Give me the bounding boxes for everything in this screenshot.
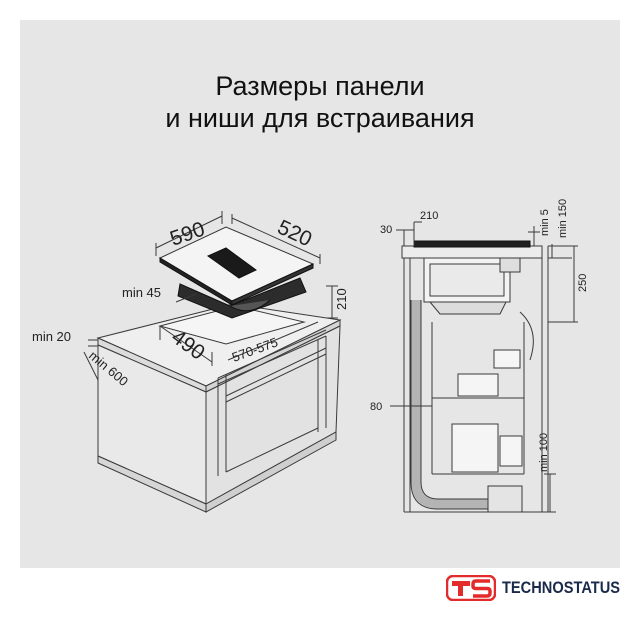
pot-medium	[457, 373, 499, 397]
label-min150: min 150	[557, 199, 569, 238]
hob-depth-label: 520	[274, 216, 315, 252]
hob-fan	[229, 299, 271, 312]
label-min100: min 100	[538, 433, 550, 472]
min45-label: min 45	[122, 285, 161, 300]
extraction-fan-box	[429, 263, 505, 297]
technostatus-logo-icon	[446, 575, 496, 601]
extraction-motor	[499, 257, 521, 273]
brand-name: TECHNOSTATUS	[502, 578, 621, 597]
worktop-section	[401, 245, 543, 259]
page-title: Размеры панели и ниши для встраивания	[20, 70, 620, 134]
title-line-1: Размеры панели	[215, 71, 425, 101]
hob-drawing	[158, 226, 315, 319]
duct-outlet	[487, 485, 523, 513]
hob-section	[413, 240, 531, 248]
extraction-base	[428, 301, 507, 315]
brand-logo: TECHNOSTATUS	[446, 575, 639, 601]
drawer-top-line	[225, 347, 327, 397]
label-250: 250	[577, 274, 589, 292]
hob-right-edge	[231, 263, 314, 306]
hob-vent-slot	[206, 247, 257, 279]
frame-line	[225, 427, 319, 473]
plinth-front	[205, 431, 337, 513]
frame-line	[217, 335, 327, 385]
label-210: 210	[420, 210, 438, 222]
diagram-background	[20, 20, 620, 568]
pot-tall	[499, 435, 523, 467]
pot-small	[493, 349, 521, 369]
height-210-label: 210	[334, 288, 349, 310]
label-30: 30	[380, 224, 392, 236]
min20-label: min 20	[32, 329, 71, 344]
drawer-top-line	[225, 353, 327, 403]
label-min5: min 5	[539, 209, 551, 236]
frame-line	[217, 329, 327, 379]
title-line-2: и ниши для встраивания	[165, 103, 475, 133]
left-dimension-lines	[83, 211, 338, 381]
duct-pipe	[411, 300, 490, 509]
countertop-cutout	[158, 305, 306, 345]
section-drawing	[390, 221, 578, 513]
pot-large	[451, 423, 499, 473]
label-80: 80	[370, 401, 382, 413]
cabinet-drawing	[96, 303, 342, 513]
